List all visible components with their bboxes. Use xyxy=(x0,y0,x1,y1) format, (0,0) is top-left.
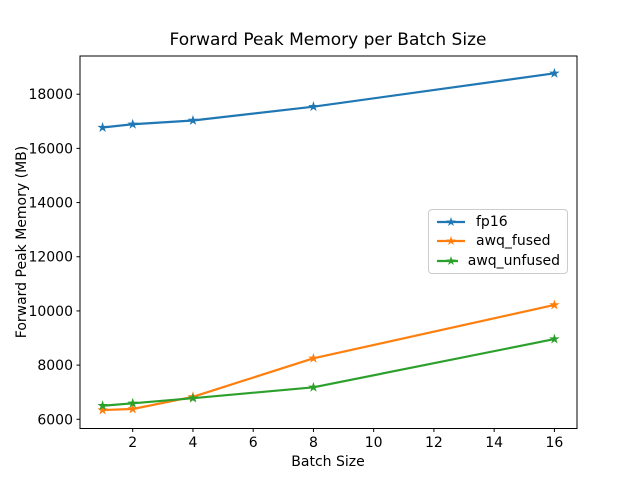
x-tick-label: 2 xyxy=(128,435,137,451)
x-tick-label: 6 xyxy=(249,435,258,451)
y-tick-label: 6000 xyxy=(37,412,73,428)
y-axis-label: Forward Peak Memory (MB) xyxy=(14,145,30,339)
chart-title: Forward Peak Memory per Batch Size xyxy=(169,30,487,50)
legend-item-awq_unfused: awq_unfused xyxy=(436,252,560,271)
legend-label-awq_unfused: awq_unfused xyxy=(467,253,560,270)
series-line-awq_unfused xyxy=(102,338,555,407)
legend-item-awq_fused: awq_fused xyxy=(436,232,560,251)
legend-marker-fp16 xyxy=(437,216,465,226)
x-tick-label: 12 xyxy=(425,435,443,451)
x-axis-label: Batch Size xyxy=(291,454,365,470)
x-tick-label: 4 xyxy=(188,435,197,451)
y-tick-label: 10000 xyxy=(28,304,73,320)
legend-item-fp16: fp16 xyxy=(436,212,560,231)
axes-frame xyxy=(79,55,578,429)
legend-marker-awq_fused xyxy=(437,236,465,246)
legend-marker-awq_unfused xyxy=(437,256,458,266)
y-tick-label: 8000 xyxy=(37,358,73,374)
x-tick-label: 16 xyxy=(545,435,563,451)
series-markers-awq_unfused xyxy=(97,333,560,411)
y-tick-label: 14000 xyxy=(28,196,73,212)
legend-label-fp16: fp16 xyxy=(476,213,508,230)
legend-label-awq_fused: awq_fused xyxy=(476,233,551,250)
y-tick-label: 16000 xyxy=(28,141,73,157)
x-tick-label: 10 xyxy=(365,435,383,451)
series-line-awq_fused xyxy=(102,303,555,412)
series-line-fp16 xyxy=(102,72,555,129)
x-tick-label: 14 xyxy=(485,435,503,451)
x-tick-label: 8 xyxy=(309,435,318,451)
y-tick-label: 18000 xyxy=(28,87,73,103)
y-tick-label: 12000 xyxy=(28,250,73,266)
series-markers-awq_fused xyxy=(97,299,560,415)
legend: fp16 awq_fused awq_unfused xyxy=(428,209,568,274)
